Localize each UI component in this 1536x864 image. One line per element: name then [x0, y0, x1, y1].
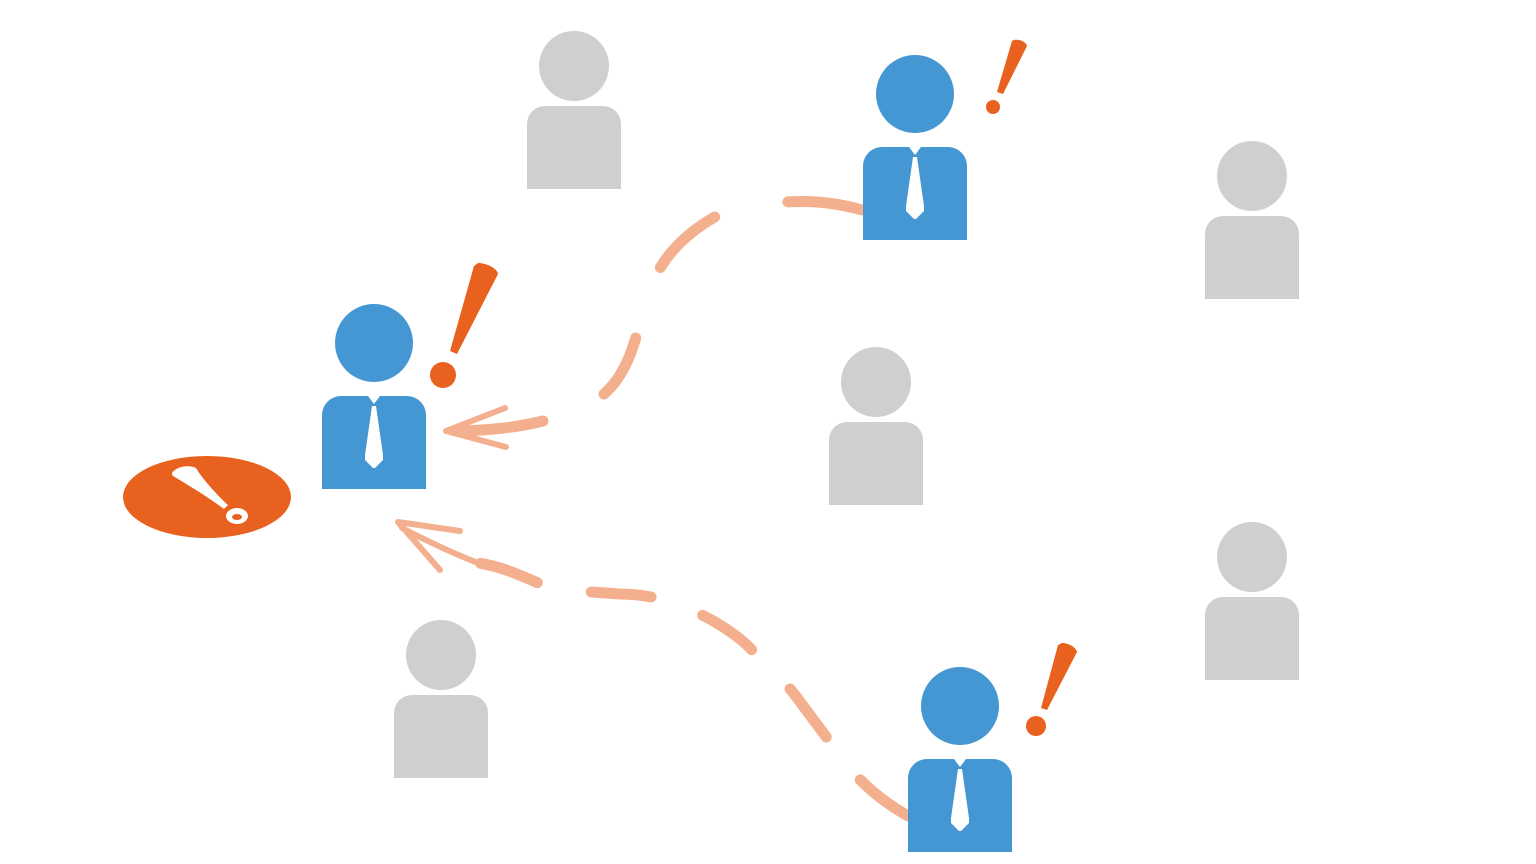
bystander-person-icon — [829, 347, 923, 505]
flow-arrowheads — [395, 405, 509, 573]
businessperson-icon-top — [863, 55, 967, 240]
flow-line-lower — [472, 557, 914, 822]
alerts — [430, 39, 1077, 736]
arrowhead-lower-stroke — [399, 525, 481, 566]
bystander-person-icon — [1205, 141, 1299, 299]
flow-line-upper-end — [456, 415, 549, 437]
businessperson-icon-bottom — [908, 667, 1012, 852]
bystander-person-icon — [394, 620, 488, 778]
businessperson-icon-center — [322, 304, 426, 489]
exclamation-icon-center — [430, 263, 498, 388]
flow-line-upper — [598, 195, 868, 400]
exclamation-icon-bottom — [1026, 643, 1077, 736]
arrowhead-upper — [443, 405, 509, 450]
arrowhead-lower — [395, 519, 463, 573]
bystander-person-icon — [1205, 522, 1299, 680]
bystander-person-icon — [527, 31, 621, 189]
flow-lines — [456, 195, 914, 822]
bystanders — [394, 31, 1299, 778]
exclamation-icon-top — [986, 39, 1027, 114]
exclamation-badge-icon — [123, 456, 291, 538]
